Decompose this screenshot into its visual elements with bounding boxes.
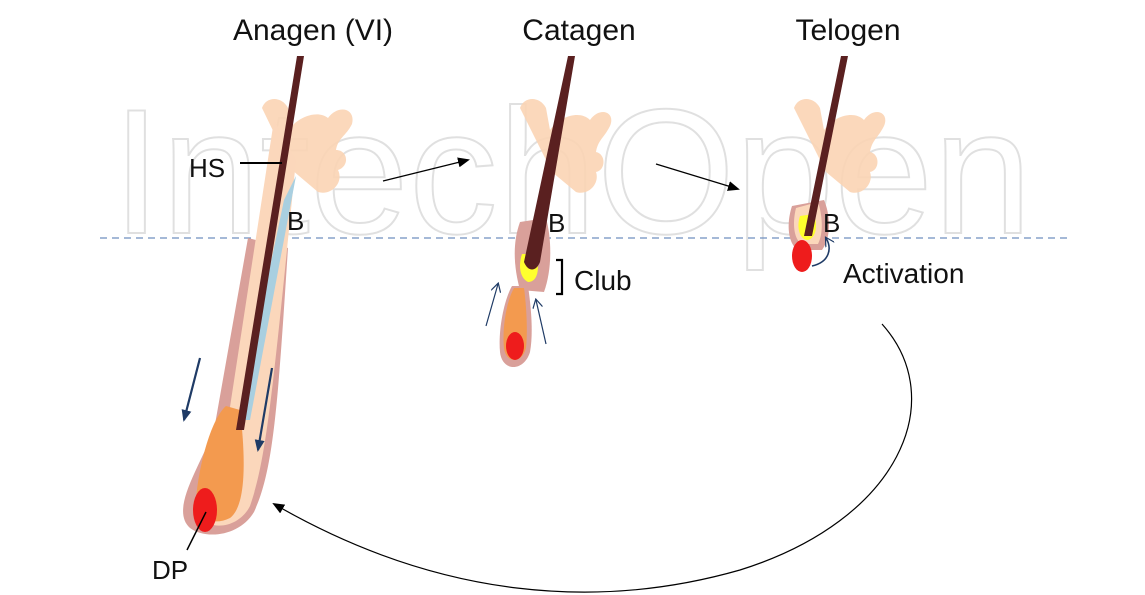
hair-shaft-label: HS [189, 153, 225, 183]
telogen-title: Telogen [795, 14, 900, 47]
catagen-dermal-papilla [506, 332, 524, 360]
catagen-regression-arrow-left [485, 284, 498, 327]
anagen-follicle [181, 56, 353, 535]
telogen-hair-shaft [804, 56, 848, 236]
club-label: Club [574, 265, 632, 296]
anagen-sebaceous-gland [262, 99, 353, 193]
dermal-papilla-label: DP [152, 555, 188, 585]
dp-leader-line [186, 511, 207, 551]
bulge-label-telogen: B [823, 208, 840, 238]
telogen-follicle [788, 56, 886, 272]
catagen-title: Catagen [522, 14, 635, 47]
bulge-label-catagen: B [548, 208, 565, 238]
activation-label: Activation [843, 258, 964, 289]
arrow-telogen-to-anagen [272, 323, 913, 593]
telogen-sebaceous-gland [794, 99, 886, 193]
anagen-dermal-papilla [193, 488, 217, 532]
telogen-dermal-papilla [792, 240, 812, 272]
catagen-regression-arrow-right [536, 300, 547, 345]
club-bracket [556, 258, 564, 296]
catagen-sebaceous-gland [520, 99, 612, 193]
arrow-catagen-to-telogen [655, 163, 740, 191]
anagen-title: Anagen (VI) [233, 14, 393, 47]
anagen-hair-shaft [236, 56, 304, 430]
anagen-growth-arrow-left [181, 357, 202, 422]
activation-arrow [811, 238, 829, 267]
bulge-label-anagen: B [287, 206, 304, 236]
catagen-follicle [485, 56, 612, 367]
anagen-growth-arrow-right [254, 367, 274, 452]
arrow-anagen-to-catagen [382, 157, 470, 182]
catagen-hair-shaft [524, 56, 575, 270]
